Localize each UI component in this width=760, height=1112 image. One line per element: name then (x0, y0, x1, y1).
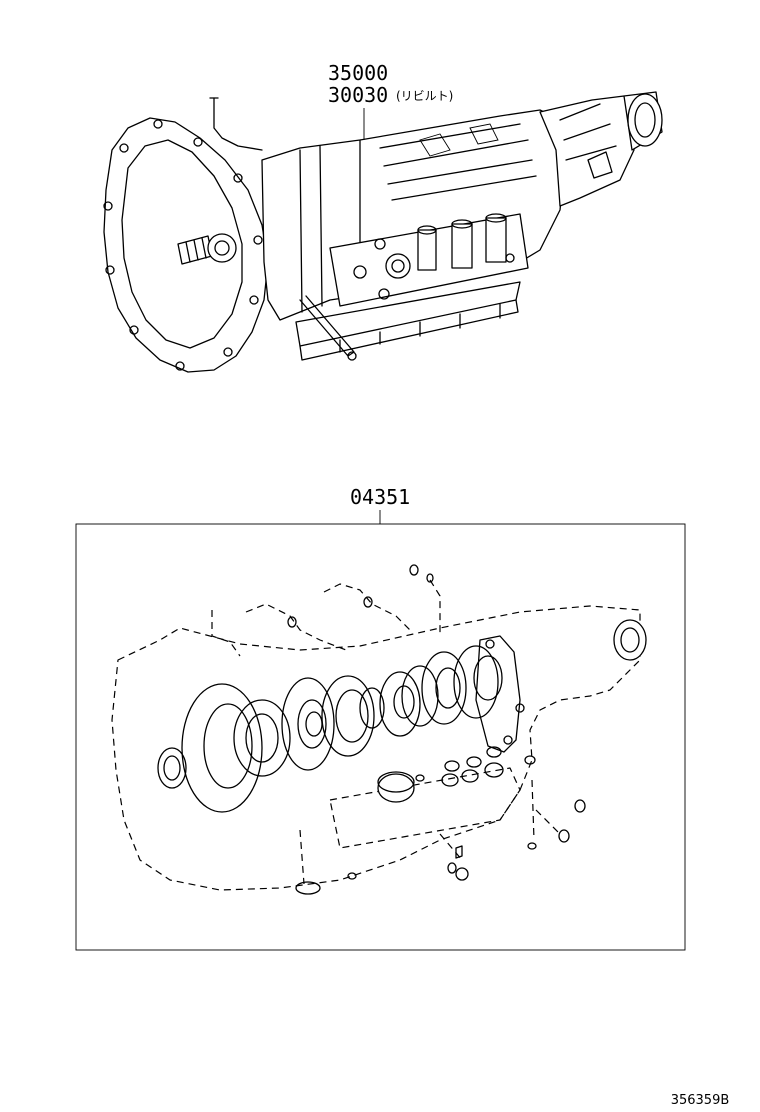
drawing-number: 356359B (671, 1093, 730, 1108)
callout-04351: 04351 (350, 485, 410, 509)
gasket-kit-illustration (111, 564, 647, 895)
transmission-assembly-illustration (103, 91, 663, 373)
callout-35000: 35000 (328, 61, 388, 85)
gasket-kit-frame (75, 523, 686, 951)
callout-30030: 30030 (328, 83, 388, 107)
callout-rebuilt-note: (リビルト) (396, 89, 453, 103)
